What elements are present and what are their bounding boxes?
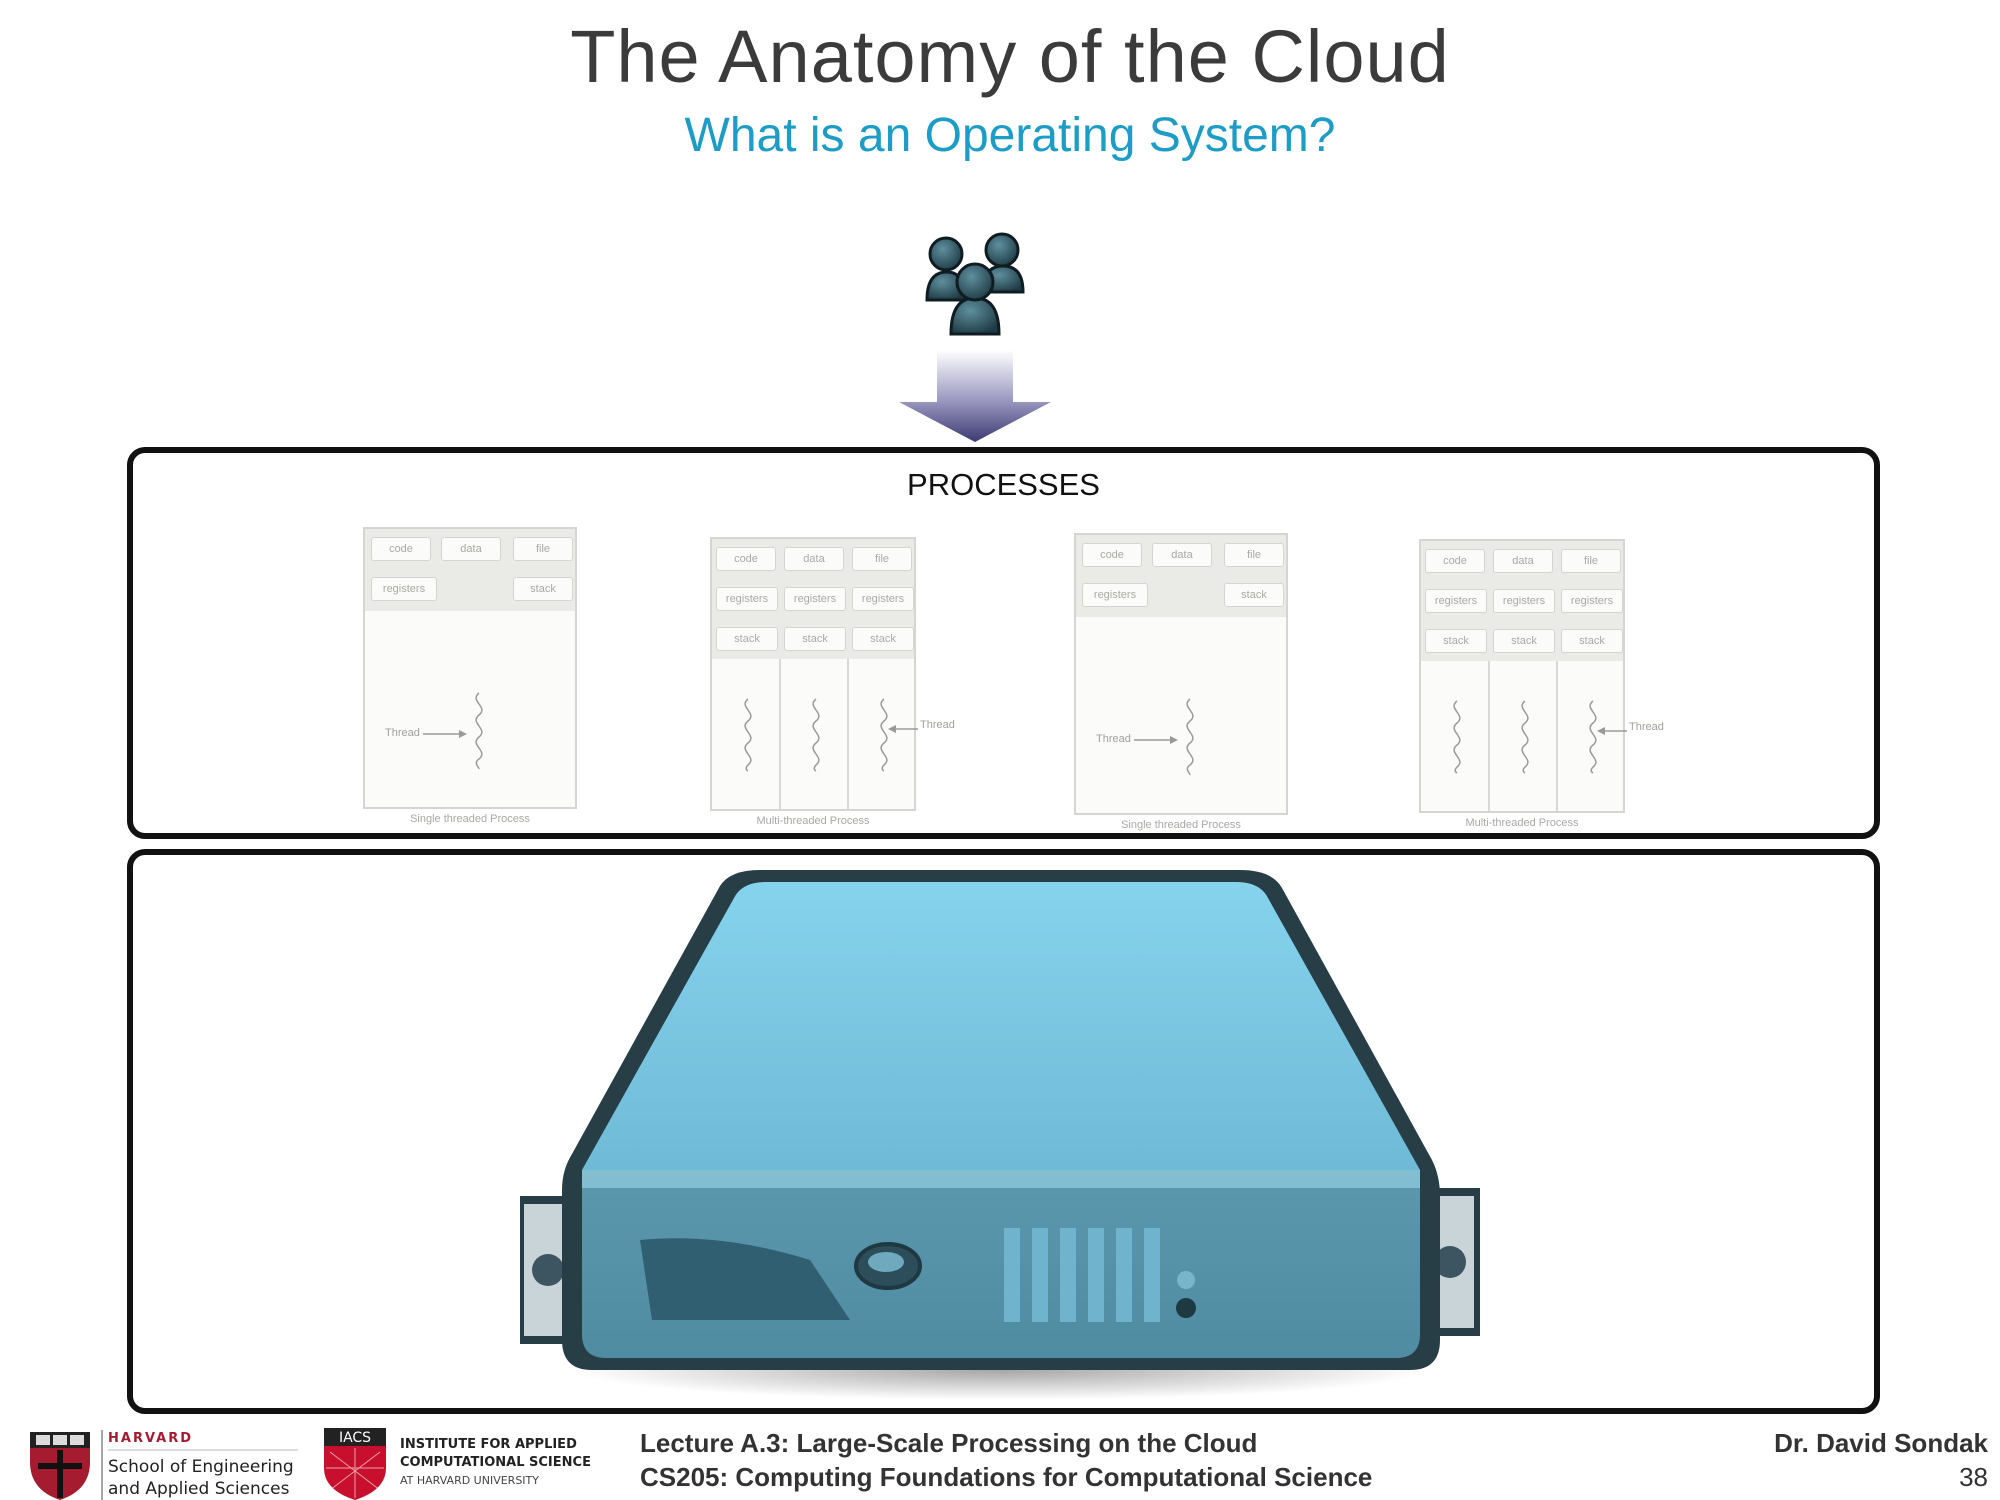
registers-block: registers <box>1425 589 1487 613</box>
stack-block: stack <box>852 627 914 651</box>
thread-arrow-icon <box>423 730 467 738</box>
slide-title: The Anatomy of the Cloud <box>570 15 1450 98</box>
thread-arrow-icon <box>1597 727 1627 735</box>
file-block: file <box>1561 549 1621 573</box>
thread-label: Thread <box>1096 733 1131 745</box>
registers-block: registers <box>371 577 437 601</box>
lecture-info: Lecture A.3: Large-Scale Processing on t… <box>640 1426 1372 1494</box>
thread-squiggle-icon <box>880 698 888 772</box>
iacs-badge: IACS <box>339 1430 371 1446</box>
harvard-line2: and Applied Sciences <box>108 1479 290 1499</box>
iacs-line3: AT HARVARD UNIVERSITY <box>400 1474 539 1487</box>
harvard-seas-logo: HARVARD School of Engineering and Applie… <box>30 1430 298 1500</box>
author-info: Dr. David Sondak 38 <box>1774 1426 1988 1494</box>
data-block: data <box>1493 549 1553 573</box>
thread-label: Thread <box>1629 721 1664 733</box>
thread-label: Thread <box>920 719 955 731</box>
thread-squiggle-icon <box>744 698 752 772</box>
file-block: file <box>852 547 912 571</box>
harvard-wordmark: HARVARD <box>108 1431 193 1446</box>
registers-block: registers <box>1082 583 1148 607</box>
thread-squiggle-icon <box>475 692 483 770</box>
stack-block: stack <box>1425 629 1487 653</box>
arrow-down-icon <box>899 350 1051 442</box>
file-block: file <box>513 537 573 561</box>
stack-block: stack <box>1493 629 1555 653</box>
lecture-title: Lecture A.3: Large-Scale Processing on t… <box>640 1428 1258 1458</box>
process-caption: Multi-threaded Process <box>756 815 870 827</box>
thread-arrow-icon <box>888 725 918 733</box>
page-number: 38 <box>1959 1462 1988 1492</box>
code-block: code <box>1082 543 1142 567</box>
registers-block: registers <box>784 587 846 611</box>
code-block: code <box>1425 549 1485 573</box>
process-caption: Single threaded Process <box>1121 819 1241 831</box>
thread-squiggle-icon <box>1453 700 1461 774</box>
slide-subtitle: What is an Operating System? <box>684 109 1336 162</box>
stack-block: stack <box>1224 583 1284 607</box>
stack-block: stack <box>784 627 846 651</box>
thread-squiggle-icon <box>1186 698 1194 776</box>
stack-block: stack <box>1561 629 1623 653</box>
course-title: CS205: Computing Foundations for Computa… <box>640 1462 1373 1492</box>
registers-block: registers <box>716 587 778 611</box>
registers-block: registers <box>852 587 914 611</box>
thread-squiggle-icon <box>1589 700 1597 774</box>
iacs-line1: INSTITUTE FOR APPLIED <box>400 1437 577 1452</box>
server-icon <box>520 870 1480 1400</box>
code-block: code <box>716 547 776 571</box>
registers-block: registers <box>1493 589 1555 613</box>
registers-block: registers <box>1561 589 1623 613</box>
code-block: code <box>371 537 431 561</box>
thread-arrow-icon <box>1134 736 1178 744</box>
thread-label: Thread <box>385 727 420 739</box>
data-block: data <box>784 547 844 571</box>
process-caption: Single threaded Process <box>410 813 530 825</box>
stack-block: stack <box>513 577 573 601</box>
process-caption: Multi-threaded Process <box>1465 817 1579 829</box>
author-name: Dr. David Sondak <box>1774 1428 1988 1458</box>
users-group-icon <box>925 232 1025 336</box>
stack-block: stack <box>716 627 778 651</box>
data-block: data <box>1152 543 1212 567</box>
processes-panel: PROCESSES code data file registers stack… <box>127 447 1880 839</box>
file-block: file <box>1224 543 1284 567</box>
harvard-line1: School of Engineering <box>108 1457 294 1477</box>
iacs-logo: IACS INSTITUTE FOR APPLIED COMPUTATIONAL… <box>324 1428 591 1500</box>
thread-squiggle-icon <box>1521 700 1529 774</box>
thread-squiggle-icon <box>812 698 820 772</box>
processes-label: PROCESSES <box>907 467 1100 502</box>
iacs-line2: COMPUTATIONAL SCIENCE <box>400 1455 591 1470</box>
data-block: data <box>441 537 501 561</box>
